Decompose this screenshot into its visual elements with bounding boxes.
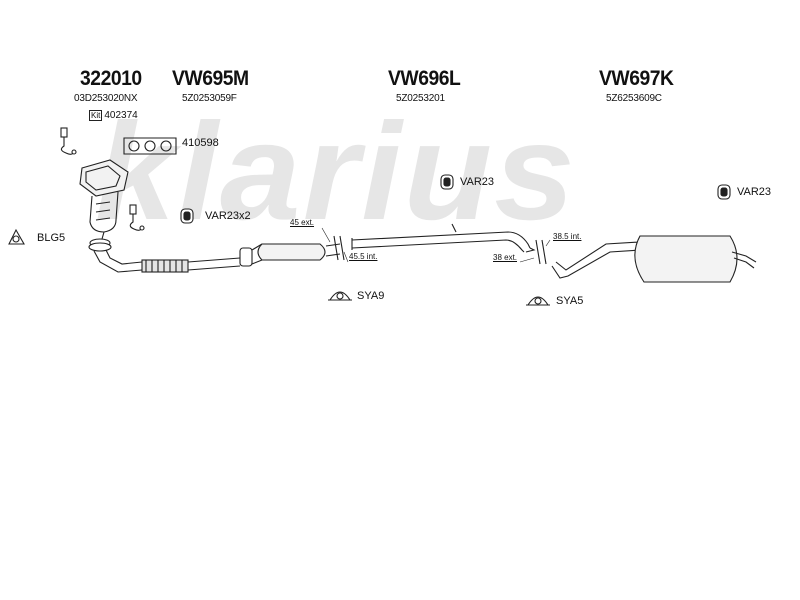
watermark-logo: klarius (95, 95, 577, 249)
dimension-45-ext: 45 ext. (290, 218, 315, 227)
front-part-number: VW695M (172, 67, 249, 90)
blg5-gasket-icon (8, 228, 25, 245)
kit-number: 402374 (104, 110, 138, 121)
var23-mid-mount-icon (440, 174, 454, 190)
middle-part-number: VW696L (388, 67, 461, 90)
catalytic-converter-icon (79, 159, 129, 248)
sya5-clamp-icon (526, 296, 550, 306)
kit-box-label: Kit (89, 110, 103, 121)
lambda-sensor-lower-icon (129, 204, 145, 231)
sya5-label: SYA5 (556, 295, 584, 307)
var23-mid-label: VAR23 (460, 176, 495, 188)
dimension-lines (321, 227, 551, 263)
dimension-38-ext: 38 ext. (493, 253, 518, 262)
gasket-label: 410598 (182, 137, 219, 149)
sya9-clamp-icon (328, 291, 352, 301)
front-pipe-icon (88, 235, 345, 273)
dimension-38-5-int: 38.5 int. (553, 232, 582, 241)
front-oe-reference: 5Z0253059F (182, 93, 237, 104)
cat-part-number: 322010 (80, 67, 142, 90)
var23-rear-label: VAR23 (737, 186, 772, 198)
cat-oe-reference: 03D253020NX (74, 93, 138, 104)
middle-oe-reference: 5Z0253201 (396, 93, 445, 104)
sya9-label: SYA9 (357, 290, 385, 302)
manifold-gasket-icon (123, 137, 177, 155)
rear-silencer-icon (551, 235, 757, 283)
rear-oe-reference: 5Z6253609C (606, 93, 662, 104)
blg5-label: BLG5 (37, 232, 66, 244)
rear-part-number: VW697K (599, 67, 674, 90)
var23-rear-mount-icon (717, 184, 731, 200)
var23x2-label: VAR23x2 (205, 210, 251, 222)
middle-pipe-icon (351, 223, 547, 265)
lambda-sensor-upper-icon (60, 127, 77, 155)
dimension-45-5-int: 45.5 int. (349, 252, 378, 261)
var23x2-mount-icon (180, 208, 194, 224)
